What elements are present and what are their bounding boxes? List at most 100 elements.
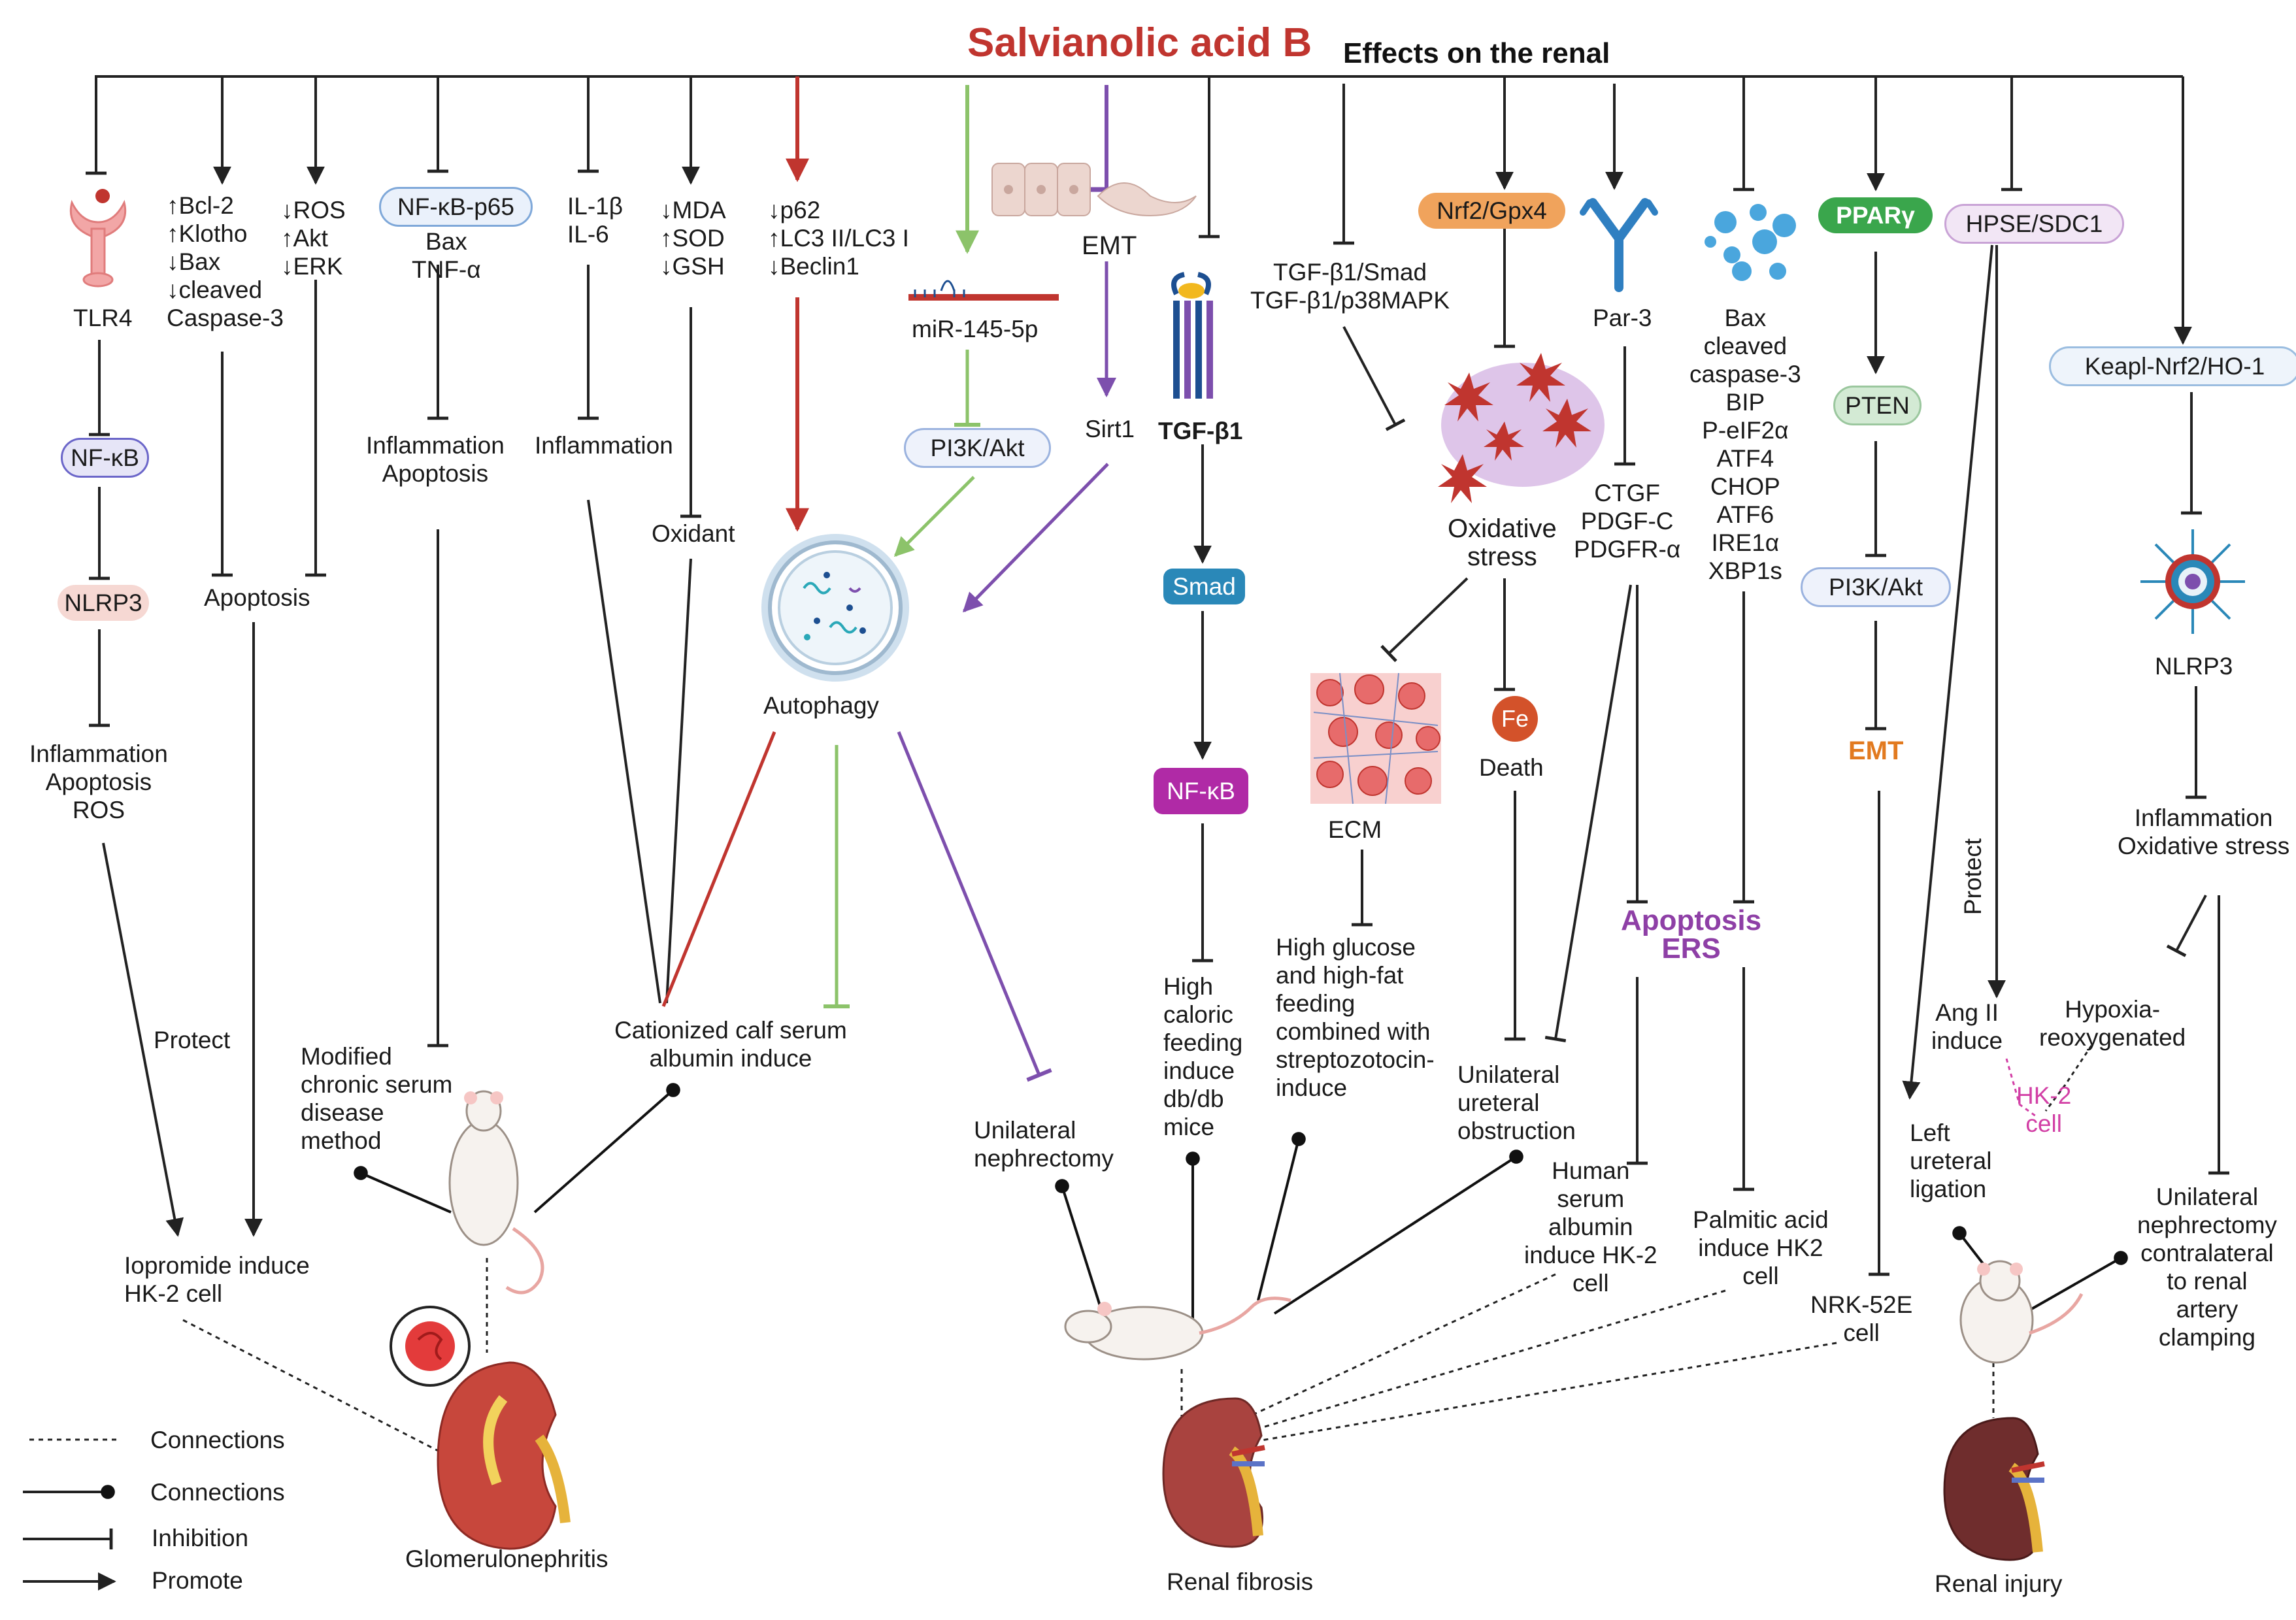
legend-dot-label: Connections [150, 1479, 285, 1506]
er-stress-bubbles-icon [1705, 204, 1796, 281]
legend-dashed-label: Connections [150, 1427, 285, 1453]
col5-outcome: Inflammation [535, 432, 673, 459]
mir-label: miR-145-5p [912, 316, 1039, 342]
angii-label: Ang II induce [1931, 999, 2003, 1054]
legend-inhibition-label: Inhibition [152, 1525, 249, 1551]
pparg-pill: PPARγ [1818, 197, 1933, 233]
nrf2-chain [1352, 229, 1632, 1042]
ecm-label: ECM [1328, 816, 1382, 843]
title-sub: Effects on the renal [1343, 37, 1610, 69]
mouse-renal-fibrosis-icon [1064, 1297, 1291, 1361]
hk2-cell-label: HK-2 cell [2016, 1082, 2072, 1137]
autophagy-icon [761, 534, 909, 682]
tgf-smad-label: TGF-β1/Smad TGF-β1/p38MAPK [1250, 259, 1450, 314]
mouse-renal-injury-icon [1959, 1260, 2084, 1364]
glomerulonephritis-label: Glomerulonephritis [405, 1546, 608, 1572]
dashed-connections [182, 1258, 1995, 1455]
human-serum-label: Human serum albumin induce HK-2 cell [1524, 1157, 1657, 1297]
autophagy-label: Autophagy [763, 692, 879, 719]
tgf-beta1-label: TGF-β1 [1158, 418, 1243, 444]
col4-markers: Bax TNF-α [412, 228, 481, 283]
purple-sirt1-to-autophagy [962, 463, 1109, 613]
col6-outcome: Oxidant [652, 520, 735, 547]
uuo-label: Unilateral ureteral obstruction [1457, 1061, 1576, 1144]
par3-chain [1614, 346, 1648, 1165]
mir-145-5p-icon [908, 280, 1059, 301]
hypoxia-label: Hypoxia- reoxygenated [2039, 996, 2186, 1051]
nlrp3-keap-label: NLRP3 [2155, 653, 2233, 680]
left-ureteral-label: Left ureteral ligation [1910, 1119, 1992, 1202]
tgf-beta1-receptor-icon [1171, 272, 1213, 399]
hpse-sdc1-pill: HPSE/SDC1 [1944, 204, 2124, 244]
ecm-icon [1310, 672, 1441, 804]
green-pi3k-to-autophagy [893, 476, 975, 557]
hpse-chain [1902, 244, 2006, 1100]
col1-outcome: Inflammation Apoptosis ROS [29, 740, 168, 823]
par3-receptor-icon [1580, 198, 1658, 292]
apoptosis-label: Apoptosis [204, 584, 310, 611]
kidney-glomerulonephritis-icon [390, 1306, 571, 1550]
cationized-model-label: Cationized calf serum albumin induce [614, 1017, 847, 1072]
smad-pill: Smad [1163, 569, 1245, 604]
oxidative-stress-icon [1438, 353, 1605, 503]
nlrp3-pill-col1: NLRP3 [58, 585, 149, 621]
nfkb-pill-tgf: NF-κB [1154, 768, 1248, 814]
par3-label: Par-3 [1593, 305, 1652, 331]
renal-fibrosis-label: Renal fibrosis [1167, 1568, 1314, 1595]
tlr4-receptor-icon [69, 189, 127, 288]
red-autophagy-to-cationized [661, 731, 776, 1007]
keap-nrf2-ho1-pill: Keapl-Nrf2/HO-1 [2049, 346, 2296, 386]
nfkb-pill-col1: NF-κB [61, 438, 149, 478]
fe-label: Fe [1501, 705, 1529, 732]
pi3k-akt-pill-mir: PI3K/Akt [904, 428, 1051, 468]
col2-col3-chains [212, 280, 326, 1237]
unilateral-nephrectomy-label: Unilateral nephrectomy [974, 1117, 1114, 1172]
sirt1-label: Sirt1 [1085, 416, 1135, 442]
keap-chain [2166, 392, 2229, 1175]
legend-promote-label: Promote [152, 1567, 243, 1594]
mouse-glomerulonephritis-icon [448, 1090, 544, 1295]
model-connections [354, 1083, 2128, 1321]
emt-label: EMT [1082, 231, 1137, 260]
clamping-label: Unilateral nephrectomy contralateral to … [2137, 1183, 2277, 1351]
modified-model-label: Modified chronic serum disease method [301, 1043, 453, 1154]
tgf-model-label: High caloric feeding induce db/db mice [1163, 973, 1243, 1140]
nfkb-p65-pill: NF-κB-p65 [379, 187, 533, 227]
apoptosis-ers-label: Apoptosis ERS [1621, 904, 1762, 965]
purple-autophagy-to-nephrectomy [897, 731, 1052, 1082]
death-label: Death [1479, 754, 1544, 781]
title-main: Salvianolic acid B [967, 20, 1312, 65]
ers-markers: Bax cleaved caspase-3 BIP P-eIF2α ATF4 C… [1689, 305, 1801, 584]
renal-injury-label: Renal injury [1935, 1570, 2063, 1597]
hypoxia-hk2-dashed [2044, 1045, 2093, 1112]
col1-protect: Protect [154, 1027, 231, 1053]
tgf-chain [1192, 326, 1406, 963]
col4-col6-chains [427, 265, 701, 1048]
keap-outcome-label: Inflammation Oxidative stress [2118, 804, 2290, 859]
nrf2-gpx4-pill: Nrf2/Gpx4 [1418, 193, 1565, 229]
ecm-model-label: High glucose and high-fat feeding combin… [1276, 934, 1435, 1101]
col4-outcome: Inflammation Apoptosis [366, 432, 505, 487]
col6-markers: ↓MDA ↑SOD ↓GSH [660, 197, 726, 280]
legend-marks [23, 1438, 121, 1591]
emt-ppar-label: EMT [1848, 736, 1904, 765]
oxidative-stress-label: Oxidative stress [1448, 514, 1557, 571]
pi3k-akt-pill-ppar: PI3K/Akt [1801, 567, 1951, 607]
top-drops [86, 76, 2192, 345]
emt-cells-icon [991, 163, 1197, 217]
par3-markers: CTGF PDGF-C PDGFR-α [1574, 480, 1681, 563]
nlrp3-inflammasome-icon [2140, 529, 2245, 634]
ppar-chain [1865, 252, 1889, 1276]
col2-markers: ↑Bcl-2 ↑Klotho ↓Bax ↓cleaved Caspase-3 [167, 192, 284, 331]
tlr4-label: TLR4 [73, 305, 133, 331]
kidney-renal-fibrosis-icon [1162, 1397, 1265, 1548]
palmitic-label: Palmitic acid induce HK2 cell [1693, 1206, 1829, 1289]
fe-icon [1492, 696, 1538, 742]
col5-markers: IL-1β IL-6 [567, 193, 624, 248]
kidney-renal-injury-icon [1943, 1417, 2045, 1561]
hpse-protect-label: Protect [1959, 838, 1987, 916]
iopromide-label: Iopromide induce HK-2 cell [124, 1252, 310, 1307]
nrk-label: NRK-52E cell [1810, 1291, 1913, 1346]
col1-chain [89, 340, 184, 1237]
